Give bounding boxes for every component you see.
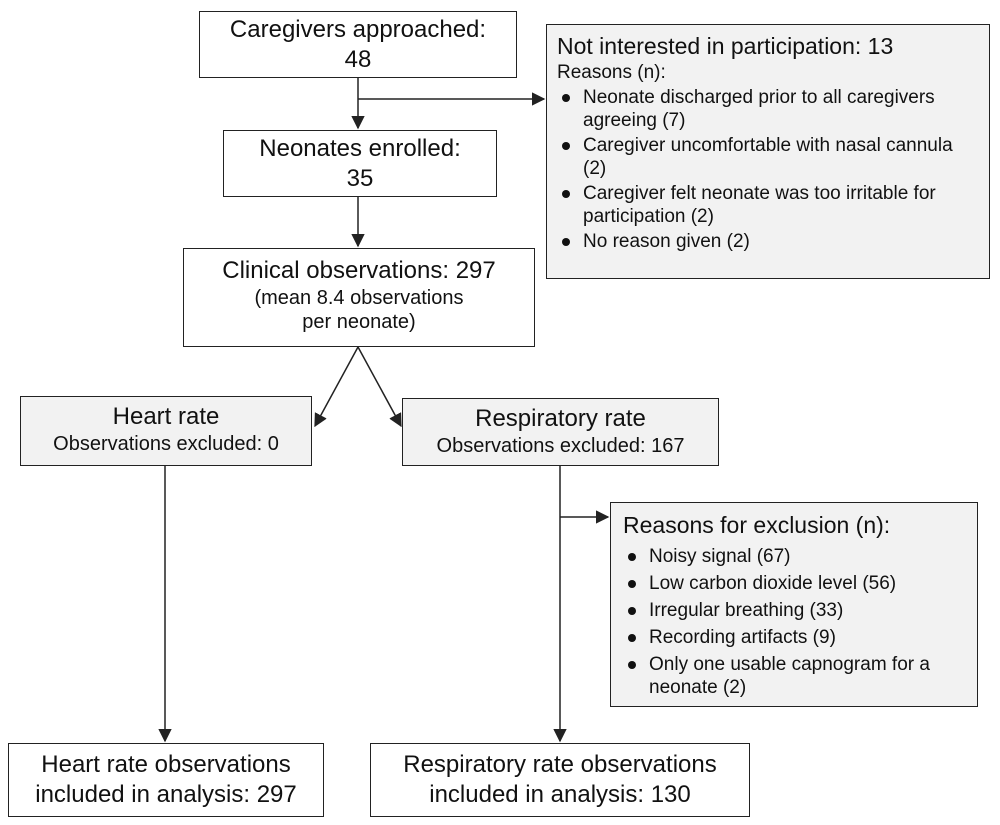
clinical-note-per: per neonate) <box>302 311 416 333</box>
heart-title: Heart rate <box>112 403 220 430</box>
approached-title: Caregivers approached: <box>229 16 487 43</box>
not-interested-box: Not interested in participation: 13 Reas… <box>546 24 990 279</box>
arrow-clinical-to-heart <box>314 346 359 428</box>
reason-item: Caregiver uncomfortable with nasal cannu… <box>557 134 979 180</box>
exclusion-item: Recording artifacts (9) <box>623 626 967 649</box>
exclusion-item: Noisy signal (67) <box>623 545 967 568</box>
exclusion-reasons: Noisy signal (67) Low carbon dioxide lev… <box>623 545 967 699</box>
enrolled-box: Neonates enrolled: 35 <box>223 130 497 197</box>
resp-final-line1: Respiratory rate observations <box>403 751 717 778</box>
heart-final-line1: Heart rate observations <box>41 751 291 778</box>
clinical-box: Clinical observations: 297 (mean 8.4 obs… <box>183 248 535 347</box>
enrolled-count: 35 <box>346 165 374 192</box>
not-interested-reasons: Neonate discharged prior to all caregive… <box>557 86 979 253</box>
heart-box: Heart rate Observations excluded: 0 <box>20 396 312 466</box>
reason-item: No reason given (2) <box>557 230 979 253</box>
resp-box: Respiratory rate Observations excluded: … <box>402 398 719 466</box>
heart-excluded: Observations excluded: 0 <box>53 433 279 455</box>
enrolled-title: Neonates enrolled: <box>259 135 461 162</box>
clinical-note-mean: (mean 8.4 observations <box>254 287 464 309</box>
exclusion-item: Irregular breathing (33) <box>623 599 967 622</box>
resp-title: Respiratory rate <box>475 405 646 432</box>
reason-item: Neonate discharged prior to all caregive… <box>557 86 979 132</box>
heart-final-box: Heart rate observations included in anal… <box>8 743 324 817</box>
exclusion-box: Reasons for exclusion (n): Noisy signal … <box>610 502 978 707</box>
exclusion-item: Only one usable capnogram for a neonate … <box>623 653 967 699</box>
not-interested-title: Not interested in participation: 13 <box>557 33 894 59</box>
resp-final-line2: included in analysis: 130 <box>429 781 691 808</box>
exclusion-item: Low carbon dioxide level (56) <box>623 572 967 595</box>
exclusion-title: Reasons for exclusion (n): <box>623 512 891 538</box>
heart-final-line2: included in analysis: 297 <box>35 781 297 808</box>
reason-item: Caregiver felt neonate was too irritable… <box>557 182 979 228</box>
not-interested-subtitle: Reasons (n): <box>557 62 666 83</box>
resp-excluded: Observations excluded: 167 <box>436 435 685 457</box>
approached-box: Caregivers approached: 48 <box>199 11 517 78</box>
clinical-title: Clinical observations: 297 <box>222 257 496 284</box>
resp-final-box: Respiratory rate observations included i… <box>370 743 750 817</box>
approached-count: 48 <box>344 46 372 73</box>
arrow-clinical-to-resp <box>357 346 402 428</box>
